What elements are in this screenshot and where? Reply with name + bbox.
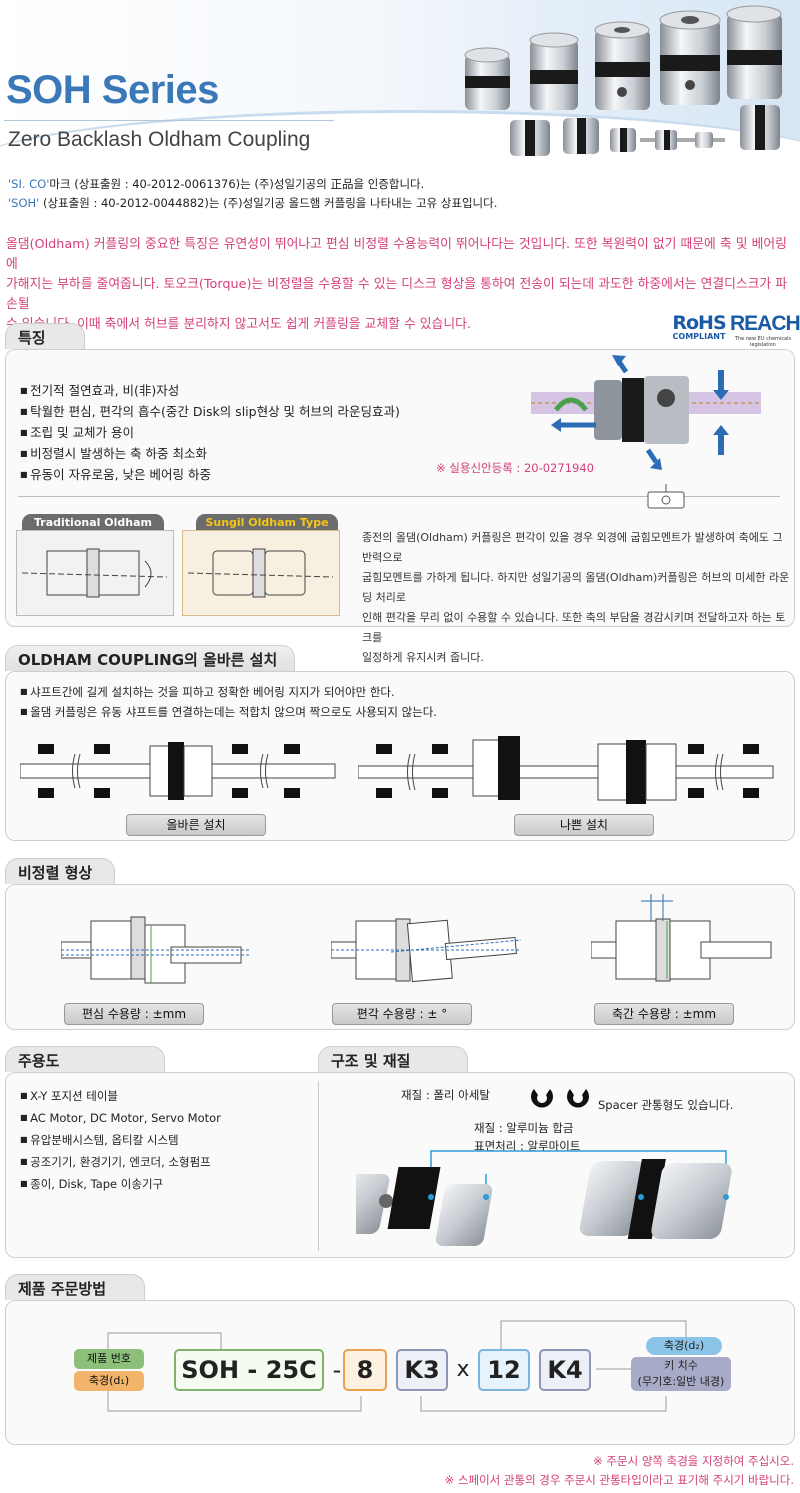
reach-text: REACH: [730, 312, 800, 335]
order-dash: -: [332, 1356, 342, 1384]
parallel-misalign-diagram: [61, 916, 251, 984]
parallel-capacity-label: 편심 수용량 : ±mm: [64, 1003, 204, 1025]
page-title: SOH Series: [6, 68, 219, 112]
trademark-siico: 'SI. CO': [8, 177, 50, 191]
list-item: 비정렬시 발생하는 축 하중 최소화: [20, 443, 400, 464]
tab-misalignment: 비정렬 형상: [5, 858, 115, 884]
traditional-coupling-drawing: [21, 548, 168, 598]
install-list: 샤프트간에 길게 설치하는 것을 피하고 정확한 베어링 지지가 되어야만 한다…: [20, 682, 437, 722]
order-connector-lines: [107, 1320, 687, 1412]
list-item: 공조기기, 환경기기, 엔코더, 소형펌프: [20, 1151, 221, 1173]
trademark-text-1: 마크 (상표출원 : 40-2012-0061376)는 (주)성일기공의 正品…: [49, 177, 425, 191]
bore-d1-label: 축경(d₁): [74, 1371, 144, 1391]
list-item: AC Motor, DC Motor, Servo Motor: [20, 1107, 221, 1129]
tab-install: OLDHAM COUPLING의 올바른 설치: [5, 645, 295, 671]
reach-badge: REACH The new EU chemicals legislation: [730, 312, 800, 348]
good-install-label: 올바른 설치: [126, 814, 266, 836]
list-item: 올댐 커플링은 유동 샤프트를 연결하는데는 적합치 않으며 짝으로도 사용되지…: [20, 702, 437, 722]
model-code-box: SOH - 25C: [174, 1349, 324, 1391]
hub-material-labels: 재질 : 알루미늄 합금 표면처리 : 알루마이트: [474, 1119, 580, 1155]
reach-sub: The new EU chemicals legislation: [734, 336, 792, 348]
desc-line: 굽힘모멘트를 가하게 됩니다. 하지만 성일기공의 올댐(Oldham)커플링은…: [362, 571, 790, 604]
list-item: 탁월한 편심, 편각의 흡수(중간 Disk의 slip현상 및 허브의 라운딩…: [20, 401, 400, 422]
hub-material-text: 재질 : 알루미늄 합금: [474, 1121, 574, 1135]
tab-structure: 구조 및 재질: [318, 1046, 468, 1072]
key-size-note: (무기호:일반 내경): [637, 1375, 725, 1388]
coupling-misalign-illustration: [531, 355, 761, 470]
bad-install-diagram: [358, 736, 774, 804]
trademark-text-2: (상표출원 : 40-2012-0044882)는 (주)성일기공 올드햄 커플…: [39, 196, 498, 210]
footnote-2: ※ 스페이서 관통의 경우 주문시 관통타입이라고 표기해 주시기 바랍니다.: [444, 1473, 794, 1487]
intro-line: 가해지는 부하를 줄여줍니다. 토오크(Torque)는 비정렬을 수용할 수 …: [6, 277, 788, 312]
title-divider: [4, 120, 334, 121]
utility-model-registration: ※ 실용신안등록 : 20-0271940: [436, 461, 594, 475]
sungil-coupling-drawing: [187, 548, 334, 598]
order-x: x: [456, 1357, 470, 1382]
order-section: 제품 번호 축경(d₁) SOH - 25C - 8 K3 x 12 K4 축경…: [5, 1300, 795, 1445]
section-divider: [18, 496, 780, 497]
bore1-box: 8: [343, 1349, 387, 1391]
desc-line: 인해 편각을 무리 없이 수용할 수 있습니다. 또한 축의 부담을 경감시키며…: [362, 611, 786, 644]
list-item: 종이, Disk, Tape 이송기구: [20, 1173, 221, 1195]
desc-line: 종전의 올댐(Oldham) 커플링은 편각이 있을 경우 외경에 굽힘모멘트가…: [362, 531, 783, 564]
product-number-label: 제품 번호: [74, 1349, 144, 1369]
desc-line: 일정하게 유지시켜 줍니다.: [362, 651, 484, 664]
usage-list: X-Y 포지션 테이블 AC Motor, DC Motor, Servo Mo…: [20, 1085, 221, 1195]
list-item: 유압분배시스템, 옵티칼 시스템: [20, 1129, 221, 1151]
spacer-text: Spacer 관통형도 있습니다.: [598, 1098, 734, 1112]
traditional-type-label: Traditional Oldham Type: [22, 514, 164, 547]
structure-exploded-illustration: [356, 1089, 732, 1246]
hero-banner: SOH Series Zero Backlash Oldham Coupling: [0, 0, 800, 175]
sungil-type-label: Sungil Oldham Type: [196, 514, 338, 532]
good-install-diagram: [20, 742, 336, 800]
tab-order: 제품 주문방법: [5, 1274, 145, 1300]
trademark-line-1: 'SI. CO'마크 (상표출원 : 40-2012-0061376)는 (주)…: [8, 176, 424, 192]
list-item: X-Y 포지션 테이블: [20, 1085, 221, 1107]
intro-line: 올댐(Oldham) 커플링의 중요한 특징은 유연성이 뛰어나고 편심 비정렬…: [6, 237, 787, 272]
list-item: 유동이 자유로움, 낮은 베어링 하중: [20, 464, 400, 485]
coupling-product-photo: [464, 5, 782, 156]
rohs-sub: COMPLIANT: [672, 332, 726, 341]
tab-features: 특징: [5, 323, 85, 349]
list-item: 샤프트간에 길게 설치하는 것을 피하고 정확한 베어링 지지가 되어야만 한다…: [20, 682, 437, 702]
disk-detail-icon: [647, 484, 685, 509]
surface-treatment-text: 표면처리 : 알루마이트: [474, 1139, 581, 1153]
oldham-type-description: 종전의 올댐(Oldham) 커플링은 편각이 있을 경우 외경에 굽힘모멘트가…: [362, 528, 794, 668]
axial-capacity-label: 축간 수용량 : ±mm: [594, 1003, 734, 1025]
install-section: 샤프트간에 길게 설치하는 것을 피하고 정확한 베어링 지지가 되어야만 한다…: [5, 671, 795, 841]
column-divider: [318, 1081, 319, 1251]
trademark-soh: 'SOH': [8, 196, 40, 210]
angular-capacity-label: 편각 수용량 : ± °: [332, 1003, 472, 1025]
features-section: 전기적 절연효과, 비(非)자성 탁월한 편심, 편각의 흡수(중간 Disk의…: [5, 349, 795, 664]
key-size-label: 키 치수 (무기호:일반 내경): [631, 1357, 731, 1391]
disc-material-text: 재질 : 폴리 아세탈: [401, 1088, 490, 1102]
misalignment-section: 편심 수용량 : ±mm 편각 수용량 : ± ° 축간 수용량 : ±mm: [5, 884, 795, 1030]
usage-structure-section: X-Y 포지션 테이블 AC Motor, DC Motor, Servo Mo…: [5, 1072, 795, 1258]
rohs-text: RoHS: [672, 312, 726, 334]
tab-usage: 주용도: [5, 1046, 165, 1072]
axial-misalign-diagram: [591, 894, 772, 982]
footnote-1: ※ 주문시 양쪽 축경을 지정하여 주십시오.: [593, 1454, 794, 1468]
list-item: 전기적 절연효과, 비(非)자성: [20, 380, 400, 401]
features-list: 전기적 절연효과, 비(非)자성 탁월한 편심, 편각의 흡수(중간 Disk의…: [20, 380, 400, 485]
list-item: 조립 및 교체가 용이: [20, 422, 400, 443]
intro-paragraph: 올댐(Oldham) 커플링의 중요한 특징은 유연성이 뛰어나고 편심 비정렬…: [6, 235, 798, 335]
key-size-text: 키 치수: [664, 1359, 698, 1372]
angular-misalign-diagram: [331, 918, 522, 983]
disc-material-label: 재질 : 폴리 아세탈: [401, 1085, 490, 1106]
trademark-line-2: 'SOH' (상표출원 : 40-2012-0044882)는 (주)성일기공 …: [8, 195, 497, 211]
sungil-type-diagram: [182, 530, 340, 616]
intro-line: 수 있습니다. 이때 축에서 허브를 분리하지 않고서도 쉽게 커플링을 교체할…: [6, 317, 471, 332]
bad-install-label: 나쁜 설치: [514, 814, 654, 836]
key1-box: K3: [396, 1349, 448, 1391]
page-subtitle: Zero Backlash Oldham Coupling: [8, 128, 311, 151]
rohs-badge: RoHS COMPLIANT: [668, 312, 730, 341]
bore2-box: 12: [478, 1349, 530, 1391]
key2-box: K4: [539, 1349, 591, 1391]
traditional-type-diagram: [16, 530, 174, 616]
bore-d2-label: 축경(d₂): [646, 1337, 722, 1355]
spacer-note: Spacer 관통형도 있습니다.: [598, 1095, 733, 1116]
